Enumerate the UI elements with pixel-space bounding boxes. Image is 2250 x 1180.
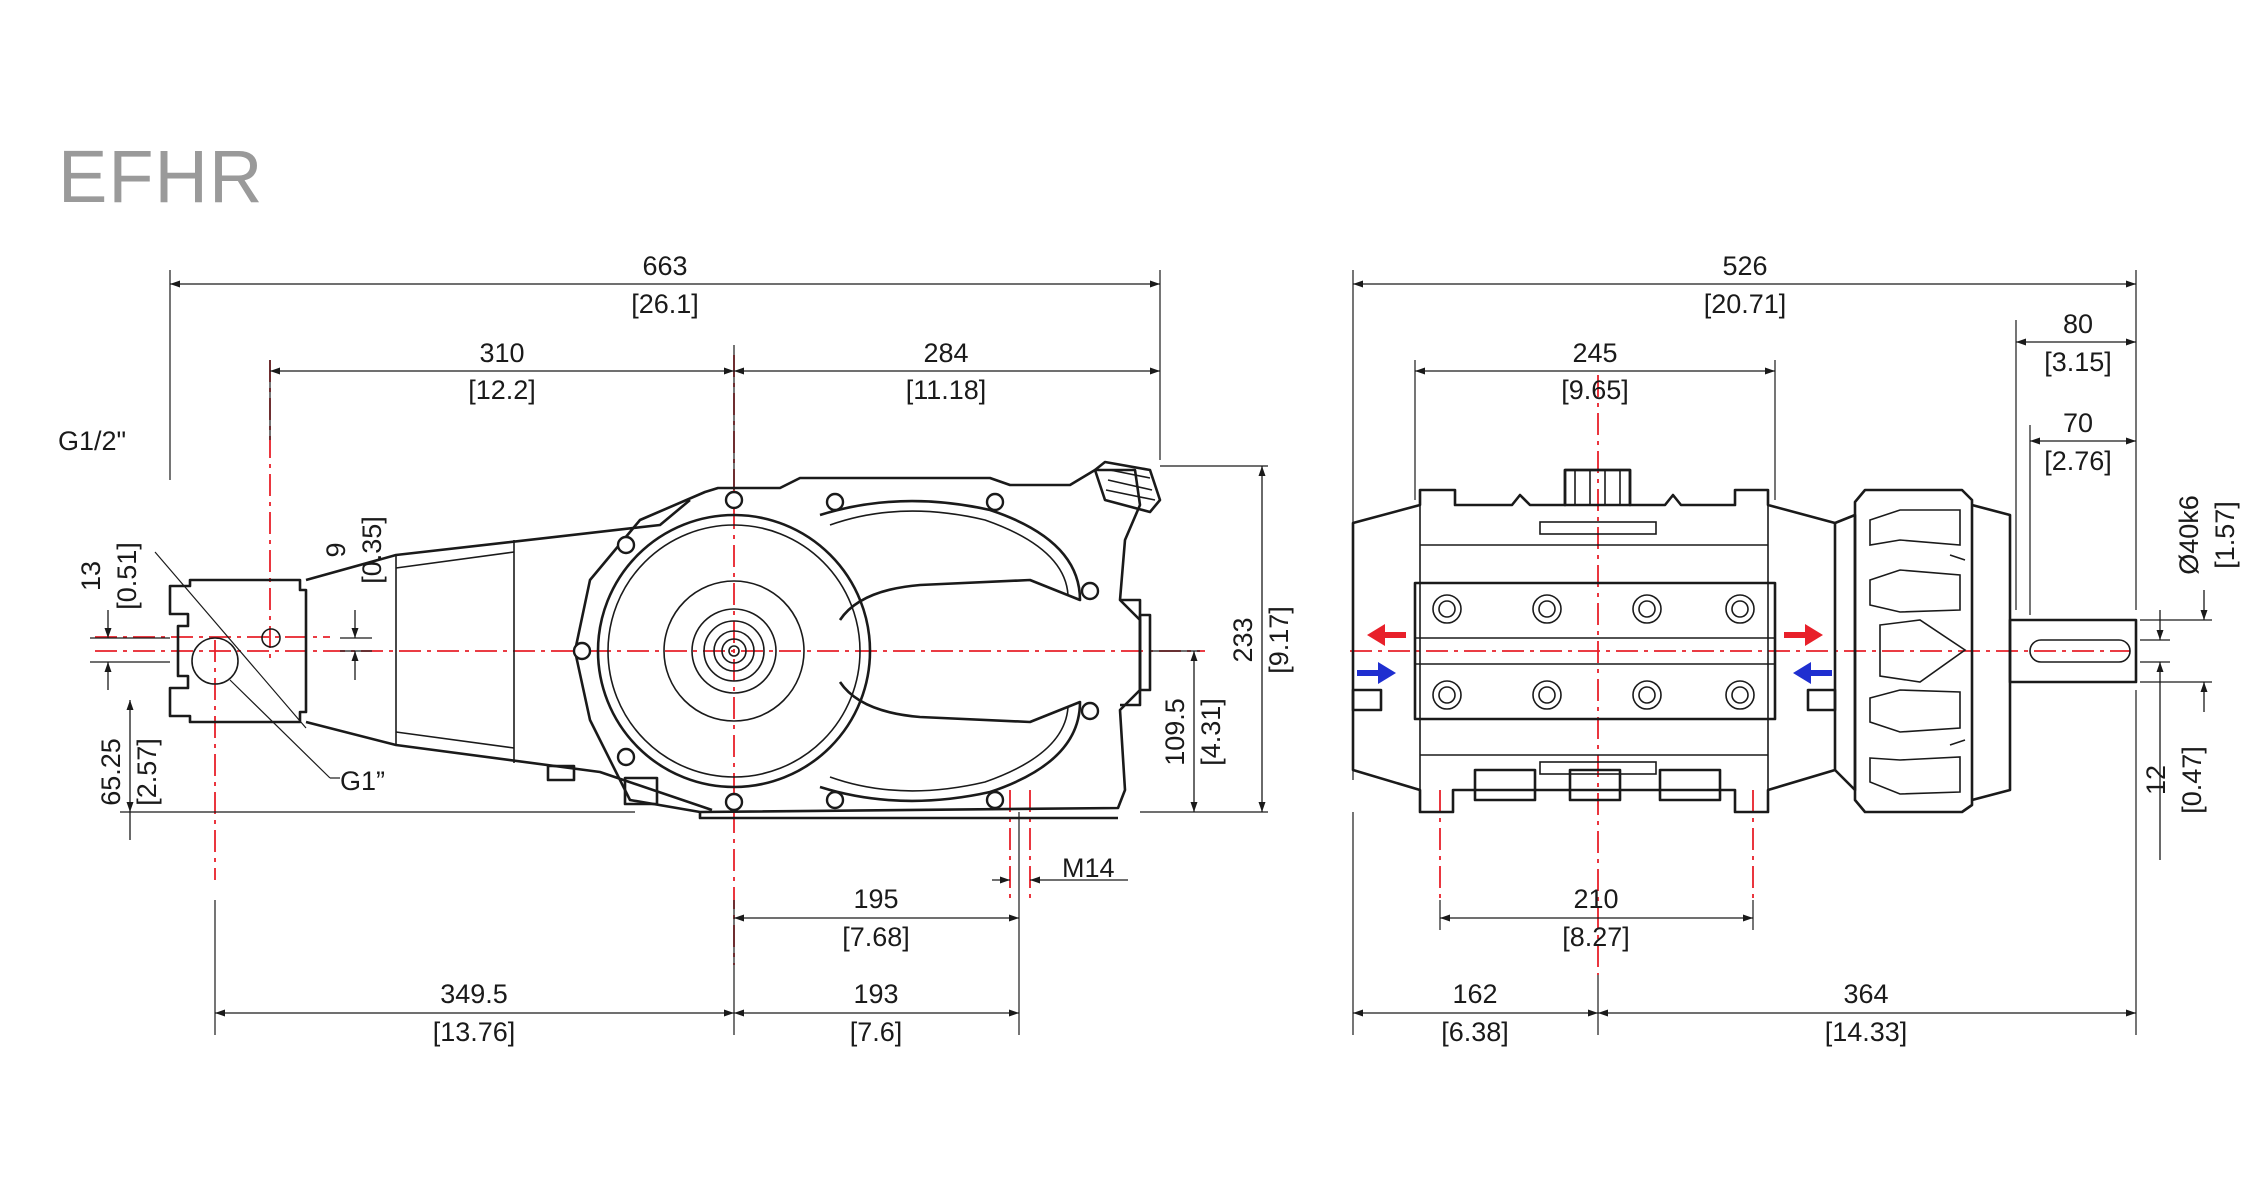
outlet-arrow-left (1367, 624, 1406, 646)
dim-80-mm: 80 (2063, 309, 2093, 339)
inlet-arrow-right (1793, 662, 1832, 684)
side-crankcase (572, 460, 1162, 820)
dim-1095-in: [4.31] (1196, 698, 1226, 766)
dim-245-mm: 245 (1572, 338, 1617, 368)
outlet-arrow-right (1784, 624, 1823, 646)
dim-12-mm: 12 (2141, 765, 2171, 795)
dim-210-in: [8.27] (1562, 922, 1630, 952)
dim-193-in: [7.6] (850, 1017, 903, 1047)
flow-arrows (1357, 624, 1832, 684)
dim-162-mm: 162 (1452, 979, 1497, 1009)
dim-364-in: [14.33] (1825, 1017, 1908, 1047)
dim-shaft-diameter-mm: Ø40k6 (2174, 495, 2204, 575)
dim-3495-in: [13.76] (433, 1017, 516, 1047)
dim-12-in: [0.47] (2177, 746, 2207, 814)
label-g12: G1/2" (58, 426, 126, 456)
dim-13-in: [0.51] (112, 542, 142, 610)
dim-3495-mm: 349.5 (440, 979, 508, 1009)
dim-6525-in: [2.57] (132, 738, 162, 806)
dim-70-mm: 70 (2063, 408, 2093, 438)
dim-284-mm: 284 (923, 338, 968, 368)
dim-193-mm: 193 (853, 979, 898, 1009)
drawing-title: EFHR (58, 135, 264, 218)
top-pump-head (1351, 468, 1837, 814)
dim-663-mm: 663 (642, 251, 687, 281)
dim-245-in: [9.65] (1561, 375, 1629, 405)
dim-310-in: [12.2] (468, 375, 536, 405)
dim-195-in: [7.68] (842, 922, 910, 952)
dim-526-in: [20.71] (1704, 289, 1787, 319)
dim-663-in: [26.1] (631, 289, 699, 319)
dim-shaft-diameter-in: [1.57] (2210, 501, 2240, 569)
dim-70-in: [2.76] (2044, 446, 2112, 476)
top-block-bolts (1432, 594, 1755, 710)
dim-364-mm: 364 (1843, 979, 1888, 1009)
top-dimension-texts: 526 [20.71] 245 [9.65] 80 [3.15] 70 [2.7… (1441, 251, 2240, 1047)
dim-162-in: [6.38] (1441, 1017, 1509, 1047)
dim-1095-mm: 109.5 (1160, 698, 1190, 766)
dim-9-in: [0.35] (357, 516, 387, 584)
side-dimension-texts: 663 [26.1] 310 [12.2] 284 [11.18] G1/2" … (58, 251, 1294, 1047)
side-dimension-lines (104, 280, 1266, 1017)
label-m14: M14 (1062, 853, 1115, 883)
dim-80-in: [3.15] (2044, 347, 2112, 377)
side-view: 663 [26.1] 310 [12.2] 284 [11.18] G1/2" … (58, 251, 1294, 1047)
dim-13-mm: 13 (76, 561, 106, 591)
dim-210-mm: 210 (1573, 884, 1618, 914)
label-g1: G1” (340, 766, 385, 796)
top-centerlines (1350, 375, 2130, 975)
dim-526-mm: 526 (1722, 251, 1767, 281)
side-extension-lines (90, 270, 1268, 1035)
dim-233-in: [9.17] (1264, 606, 1294, 674)
side-connecting-body (305, 499, 713, 812)
dim-284-in: [11.18] (906, 375, 987, 405)
side-centerlines (95, 355, 1205, 965)
top-view: 526 [20.71] 245 [9.65] 80 [3.15] 70 [2.7… (1350, 251, 2240, 1047)
side-pump-head (168, 578, 308, 724)
dim-6525-mm: 65.25 (96, 738, 126, 806)
inlet-arrow-left (1357, 662, 1396, 684)
dim-9-mm: 9 (321, 542, 351, 557)
dim-233-mm: 233 (1228, 617, 1258, 662)
top-extension-lines (1352, 270, 2212, 1035)
dim-310-mm: 310 (479, 338, 524, 368)
dim-195-mm: 195 (853, 884, 898, 914)
top-dimension-lines (1353, 280, 2208, 1017)
top-crankcase (1834, 488, 2138, 814)
